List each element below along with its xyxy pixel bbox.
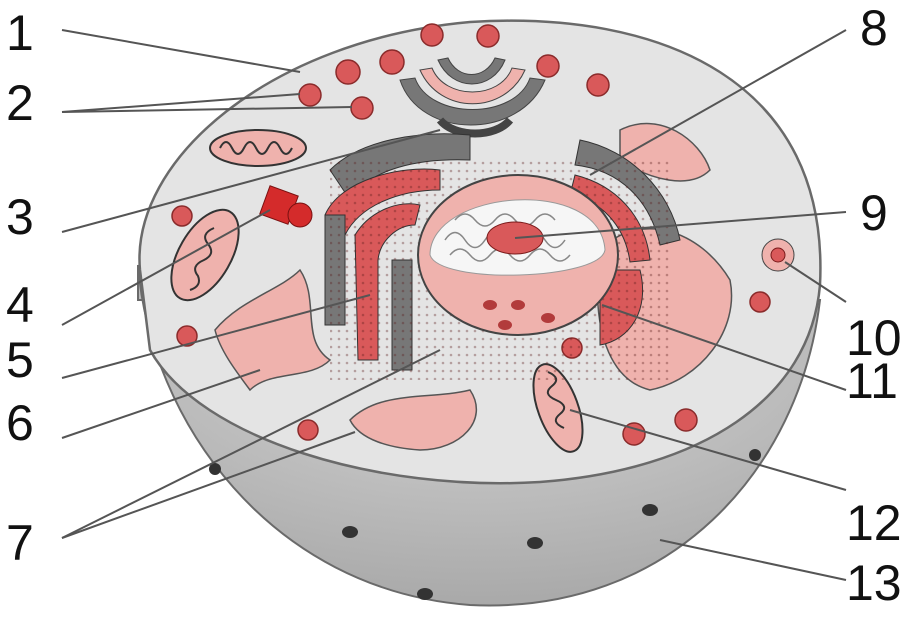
label-11: 11 [846,353,898,409]
labels-right: 8 9 10 11 12 13 [846,0,902,611]
label-3: 3 [6,189,34,245]
label-13: 13 [846,555,902,611]
label-5: 5 [6,332,34,388]
labels-left: 1 2 3 4 5 6 7 [6,5,34,571]
label-2: 2 [6,75,34,131]
label-8: 8 [860,0,888,56]
label-12: 12 [846,495,902,551]
nucleus [418,175,618,335]
label-1: 1 [6,5,34,61]
peroxisome [762,239,794,271]
label-7: 7 [6,515,34,571]
label-9: 9 [860,185,888,241]
label-4: 4 [6,277,34,333]
label-6: 6 [6,395,34,451]
